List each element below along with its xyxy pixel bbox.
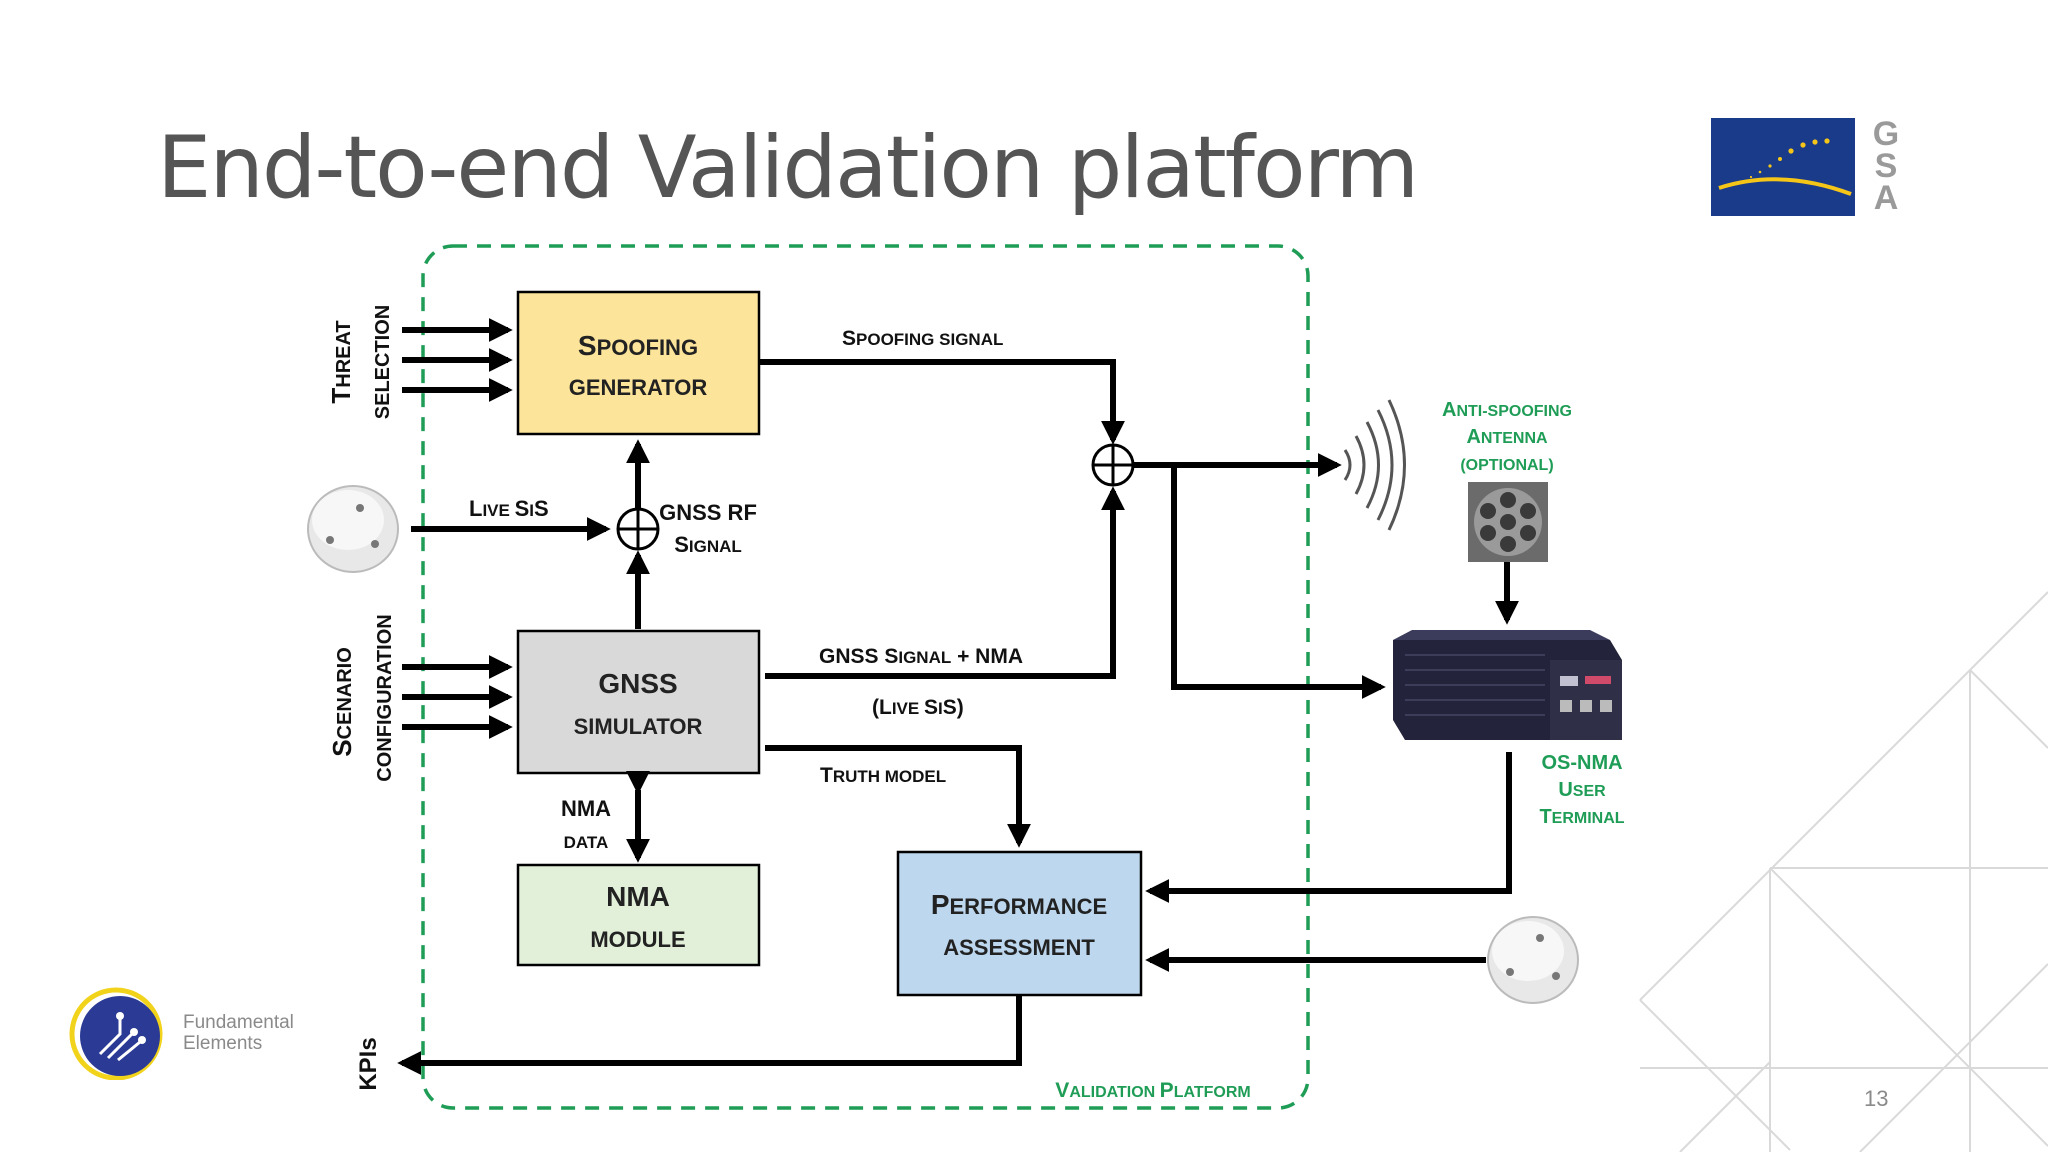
truth-model-arrow <box>765 745 1031 848</box>
gnss-simulator-label-2: SIMULATOR <box>574 714 703 739</box>
eu-flag-logo <box>1711 118 1855 216</box>
spoofing-generator-label-2: GENERATOR <box>569 375 708 400</box>
kpis-label: KPIs <box>355 1037 382 1090</box>
live-sis-label: LIVE SIS <box>469 496 549 521</box>
terminal-label: TERMINAL <box>1539 806 1624 828</box>
fundamental-elements-logo <box>69 987 163 1080</box>
anti-spoofing-antenna-icon <box>1468 482 1548 562</box>
reference-antenna-icon <box>1487 916 1579 1004</box>
gnss-antenna-icon <box>307 485 399 573</box>
optional-label: (OPTIONAL) <box>1460 457 1553 474</box>
anti-spoofing-label: ANTI-SPOOFING <box>1442 399 1572 421</box>
page-number: 13 <box>1864 1086 1889 1111</box>
spoofing-generator-block <box>516 290 761 436</box>
signal-label: SIGNAL <box>674 532 742 557</box>
gnss-rf-label: GNSS RF <box>659 500 757 525</box>
spoofing-signal-label: SPOOFING SIGNAL <box>842 327 1003 350</box>
live-sis-paren-label: (LIVE SIS) <box>872 696 964 719</box>
osnma-label: OS-NMA <box>1541 752 1622 774</box>
antenna-label: ANTENNA <box>1466 426 1548 448</box>
user-label: USER <box>1558 779 1606 801</box>
gnss-signal-nma-label: GNSS SIGNAL + NMA <box>819 645 1023 668</box>
nma-module-block <box>516 863 761 967</box>
kpis-arrow <box>397 995 1022 1075</box>
transmit-waves-icon <box>1343 399 1406 531</box>
rf-combiner-right <box>1091 443 1135 487</box>
fundamental-elements-text: Fundamental Elements <box>183 1012 294 1054</box>
threat-selection-arrows <box>402 318 513 402</box>
spoofing-signal-arrow <box>759 359 1125 445</box>
rf-combiner-left <box>616 507 660 551</box>
gnss-simulator-label-1: GNSS <box>598 668 677 699</box>
threat-label: THREAT <box>326 320 356 403</box>
performance-assessment-label-2: ASSESSMENT <box>943 935 1095 960</box>
nma-data-label-2: DATA <box>564 833 609 852</box>
gsa-logo-text: G S A <box>1872 115 1900 217</box>
validation-platform-label: VALIDATION PLATFORM <box>1055 1079 1250 1102</box>
combined-to-terminal-arrow <box>1171 465 1386 699</box>
page-title: End-to-end Validation platform <box>157 118 1419 218</box>
gnss-simulator-block <box>516 629 761 775</box>
truth-model-label: TRUTH MODEL <box>820 764 946 787</box>
configuration-label: CONFIGURATION <box>374 614 396 781</box>
validation-platform-border <box>421 244 1310 1110</box>
scenario-label: SCENARIO <box>327 647 357 757</box>
spoofing-generator-label-1: SPOOFING <box>578 330 698 361</box>
gnss-signal-nma-arrow <box>765 486 1125 679</box>
user-terminal-icon <box>1393 630 1622 740</box>
scenario-configuration-arrows <box>402 655 513 739</box>
nma-module-label-1: NMA <box>606 881 670 912</box>
performance-assessment-block <box>896 850 1143 997</box>
terminal-to-performance-arrow <box>1145 752 1512 903</box>
background-pattern <box>1639 591 2048 1152</box>
performance-assessment-label-1: PERFORMANCE <box>931 889 1107 920</box>
nma-data-label-1: NMA <box>561 796 611 821</box>
selection-label: SELECTION <box>372 305 394 419</box>
nma-module-label-2: MODULE <box>590 927 685 952</box>
